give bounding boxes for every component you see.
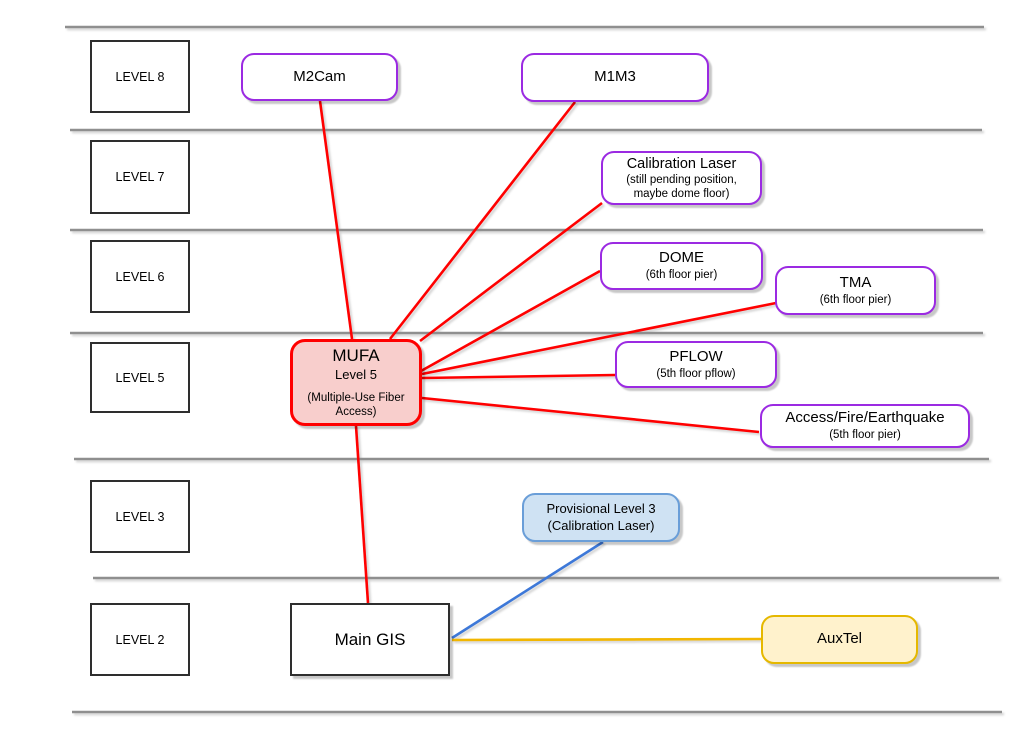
mufa-label: MUFA xyxy=(332,346,380,366)
level-label-level-8[interactable]: LEVEL 8 xyxy=(90,40,190,113)
node-auxtel[interactable]: AuxTel xyxy=(761,615,918,664)
edge-m1m3-mufa xyxy=(388,101,577,340)
m2cam-label: M2Cam xyxy=(293,67,346,85)
level-label-level-2[interactable]: LEVEL 2 xyxy=(90,603,190,676)
edge-m2cam-mufa xyxy=(318,100,354,340)
node-m1m3[interactable]: M1M3 xyxy=(521,53,709,102)
edge-main-gis-auxtel xyxy=(451,637,762,642)
pflow-label: PFLOW xyxy=(669,347,723,365)
dome-label: DOME xyxy=(659,249,704,267)
node-access-fire-earthquake[interactable]: Access/Fire/Earthquake (5th floor pier) xyxy=(760,404,970,448)
node-provisional-level-3[interactable]: Provisional Level 3(Calibration Laser) xyxy=(522,493,680,542)
node-m2cam[interactable]: M2Cam xyxy=(241,53,398,101)
calibration-laser-subtitle: (still pending position, xyxy=(626,173,737,186)
mufa-note: (Multiple-Use Fiber Access) xyxy=(307,391,405,418)
level-label-text: LEVEL 6 xyxy=(115,269,165,284)
tma-subtitle: (6th floor pier) xyxy=(819,293,892,306)
main-gis-label: Main GIS xyxy=(334,629,406,649)
mufa-subtitle: Level 5 xyxy=(335,366,377,382)
node-pflow[interactable]: PFLOW (5th floor pflow) xyxy=(615,341,777,388)
level-label-level-3[interactable]: LEVEL 3 xyxy=(90,480,190,553)
level-label-text: LEVEL 5 xyxy=(115,370,165,385)
node-tma[interactable]: TMA (6th floor pier) xyxy=(775,266,936,315)
pflow-subtitle: (5th floor pflow) xyxy=(656,367,736,380)
provisional-level-3-label: Provisional Level 3 xyxy=(546,501,656,517)
level-label-level-5[interactable]: LEVEL 5 xyxy=(90,342,190,413)
edge-dome-mufa xyxy=(420,269,601,373)
level-label-text: LEVEL 3 xyxy=(115,509,165,524)
node-calibration-laser[interactable]: Calibration Laser(still pending position… xyxy=(601,151,762,205)
calibration-laser-label: Calibration Laser xyxy=(626,155,737,172)
auxtel-label: AuxTel xyxy=(816,630,863,648)
access-fire-earthquake-label: Access/Fire/Earthquake xyxy=(785,409,945,427)
edge-tma-mufa xyxy=(421,301,777,376)
m1m3-label: M1M3 xyxy=(594,68,636,86)
edge-calibration-laser-mufa xyxy=(419,201,603,343)
calibration-laser-subtitle: maybe dome floor) xyxy=(633,188,730,201)
level-label-text: LEVEL 7 xyxy=(115,170,165,184)
level-label-text: LEVEL 8 xyxy=(115,69,165,84)
level-label-level-6[interactable]: LEVEL 6 xyxy=(90,240,190,313)
edge-provisional-level-3-main-gis xyxy=(451,540,604,640)
edge-mufa-main-gis xyxy=(354,425,370,604)
node-dome[interactable]: DOME (6th floor pier) xyxy=(600,242,763,290)
tma-label: TMA xyxy=(839,273,872,291)
level-label-text: LEVEL 2 xyxy=(115,632,165,647)
edge-pflow-mufa xyxy=(421,373,616,380)
level-label-level-7[interactable]: LEVEL 7 xyxy=(90,140,190,214)
node-main-gis[interactable]: Main GIS xyxy=(290,603,450,676)
access-fire-earthquake-subtitle: (5th floor pier) xyxy=(829,429,901,442)
dome-subtitle: (6th floor pier) xyxy=(645,269,718,282)
provisional-level-3-subtitle: (Calibration Laser) xyxy=(547,517,655,533)
edge-access-fire-earthquake-mufa xyxy=(421,396,760,434)
